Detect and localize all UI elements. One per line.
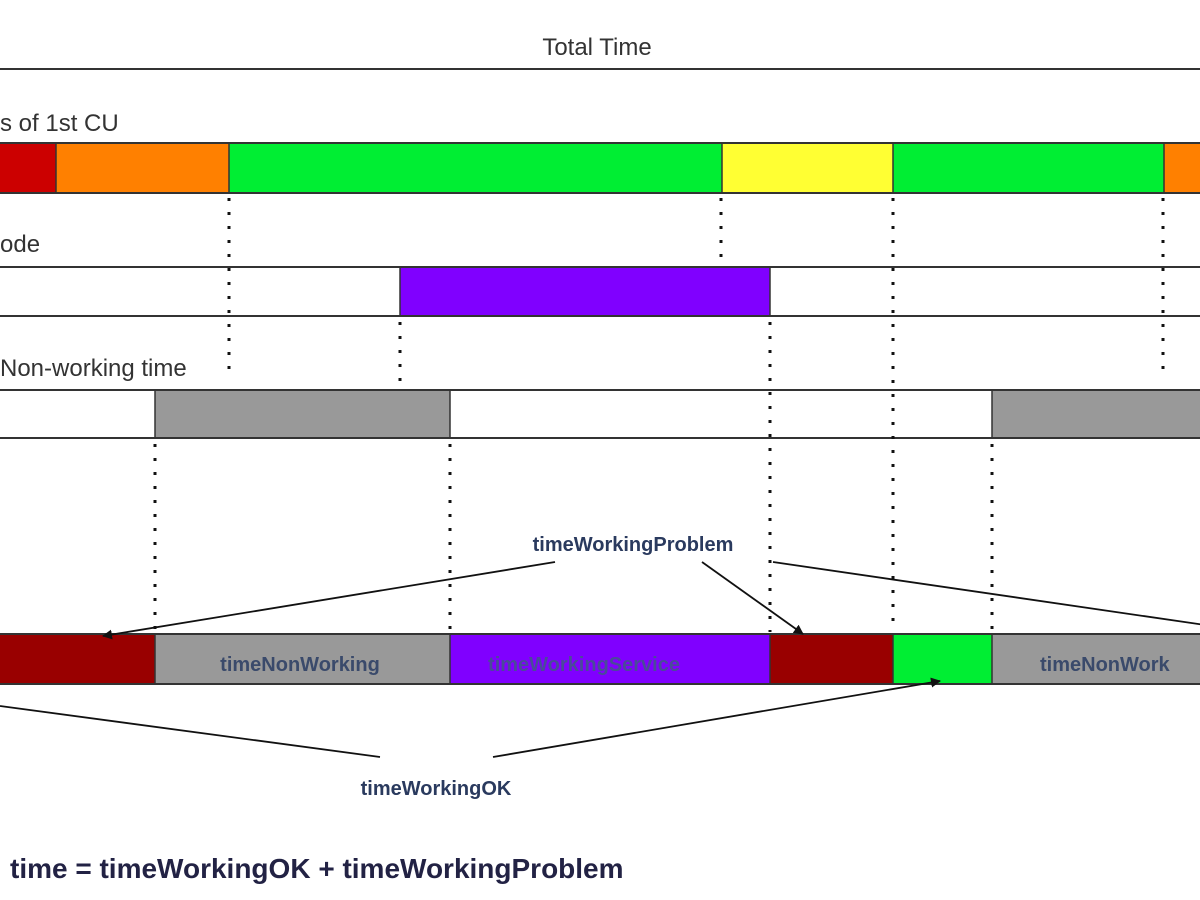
result-label-service: timeWorkingService <box>488 654 680 676</box>
status-segment-green-2 <box>893 143 1164 193</box>
status-segment-orange <box>56 143 229 193</box>
status-segment-red <box>0 143 56 193</box>
mode-segment-service <box>400 267 770 316</box>
mode-row-label: ode <box>0 231 40 258</box>
nonworking-segment-2 <box>992 390 1200 438</box>
result-segment-problem-2 <box>770 634 893 684</box>
result-row: timeNonWorking timeWorkingService timeNo… <box>0 633 1200 685</box>
annotation-working-problem: timeWorkingProblem <box>533 534 734 556</box>
result-segment-nonworking <box>155 634 450 684</box>
result-segment-nonworking-2 <box>992 634 1200 684</box>
ok-arrows <box>0 677 941 758</box>
formula: time = timeWorkingOK + timeWorkingProble… <box>10 853 624 884</box>
status-segment-yellow <box>722 143 893 193</box>
total-time-label: Total Time <box>542 34 651 61</box>
result-segment-problem <box>0 634 155 684</box>
nonworking-row-label: Non-working time <box>0 355 187 382</box>
status-row <box>0 142 1200 194</box>
dotted-guides <box>153 198 1165 632</box>
mode-row <box>0 266 1200 317</box>
result-segment-ok <box>893 634 992 684</box>
result-segment-service <box>450 634 770 684</box>
nonworking-segment-1 <box>155 390 450 438</box>
status-row-label: s of 1st CU <box>0 110 119 137</box>
result-label-nonworking-2: timeNonWork <box>1040 654 1171 676</box>
annotation-working-ok: timeWorkingOK <box>361 778 512 800</box>
status-segment-green <box>229 143 722 193</box>
problem-arrows <box>102 561 1200 640</box>
result-label-nonworking: timeNonWorking <box>220 654 380 676</box>
nonworking-row <box>0 389 1200 439</box>
status-segment-orange-2 <box>1164 143 1200 193</box>
